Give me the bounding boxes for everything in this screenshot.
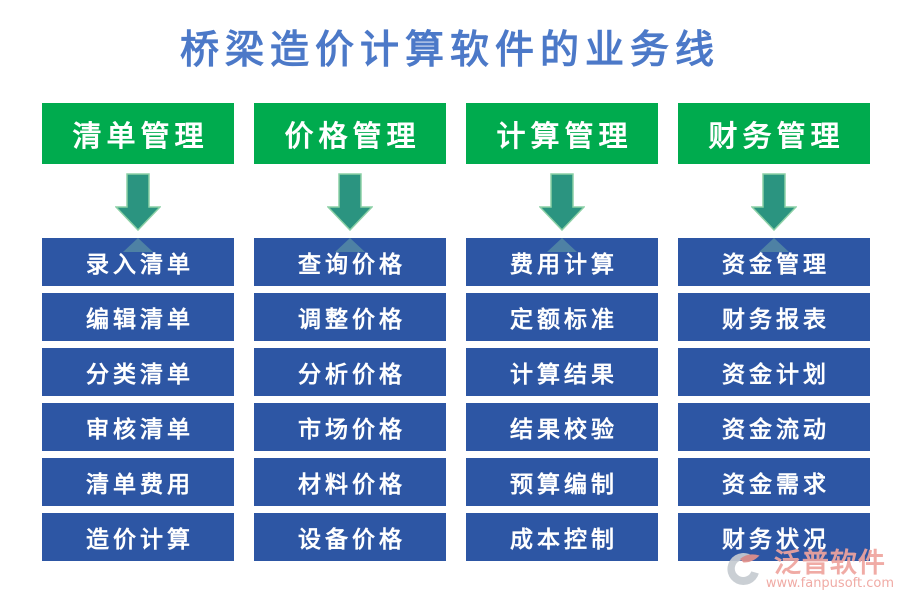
flow-item: 调整价格 — [254, 293, 446, 341]
flow-item: 审核清单 — [42, 403, 234, 451]
flow-item: 分析价格 — [254, 348, 446, 396]
down-arrow-icon — [751, 164, 797, 238]
down-arrow-icon — [115, 164, 161, 238]
flow-item: 成本控制 — [466, 513, 658, 561]
flow-item: 设备价格 — [254, 513, 446, 561]
flow-item: 费用计算 — [466, 238, 658, 286]
flow-item: 材料价格 — [254, 458, 446, 506]
columns-container: 清单管理 录入清单 编辑清单 分类清单 审核清单 清单费用 造价计算 价格管理 … — [42, 103, 870, 561]
flow-item: 预算编制 — [466, 458, 658, 506]
page-title: 桥梁造价计算软件的业务线 — [179, 27, 720, 73]
column-header: 财务管理 — [678, 103, 870, 164]
flow-item: 资金流动 — [678, 403, 870, 451]
flow-item: 结果校验 — [466, 403, 658, 451]
flow-item: 造价计算 — [42, 513, 234, 561]
column-header: 计算管理 — [466, 103, 658, 164]
column-calculation-management: 计算管理 费用计算 定额标准 计算结果 结果校验 预算编制 成本控制 — [466, 103, 658, 561]
flow-item: 财务报表 — [678, 293, 870, 341]
flow-item: 编辑清单 — [42, 293, 234, 341]
flow-item: 资金管理 — [678, 238, 870, 286]
column-list-management: 清单管理 录入清单 编辑清单 分类清单 审核清单 清单费用 造价计算 — [42, 103, 234, 561]
down-arrow-icon — [539, 164, 585, 238]
watermark-text: 泛普软件 www.fanpusoft.com — [766, 550, 894, 591]
watermark: 泛普软件 www.fanpusoft.com — [724, 550, 894, 592]
flow-item: 查询价格 — [254, 238, 446, 286]
column-header: 价格管理 — [254, 103, 446, 164]
flow-item: 资金需求 — [678, 458, 870, 506]
column-price-management: 价格管理 查询价格 调整价格 分析价格 市场价格 材料价格 设备价格 — [254, 103, 446, 561]
flow-item: 资金计划 — [678, 348, 870, 396]
flow-item: 录入清单 — [42, 238, 234, 286]
flow-item: 市场价格 — [254, 403, 446, 451]
watermark-brand: 泛普软件 — [773, 548, 886, 579]
down-arrow-icon — [327, 164, 373, 238]
flow-item: 分类清单 — [42, 348, 234, 396]
flow-item: 清单费用 — [42, 458, 234, 506]
column-header: 清单管理 — [42, 103, 234, 164]
flow-item: 定额标准 — [466, 293, 658, 341]
flow-item: 计算结果 — [466, 348, 658, 396]
flow-item: 财务状况 — [678, 513, 870, 561]
watermark-url: www.fanpusoft.com — [765, 576, 894, 591]
column-finance-management: 财务管理 资金管理 财务报表 资金计划 资金流动 资金需求 财务状况 — [678, 103, 870, 561]
fanpu-logo-icon — [724, 550, 762, 592]
